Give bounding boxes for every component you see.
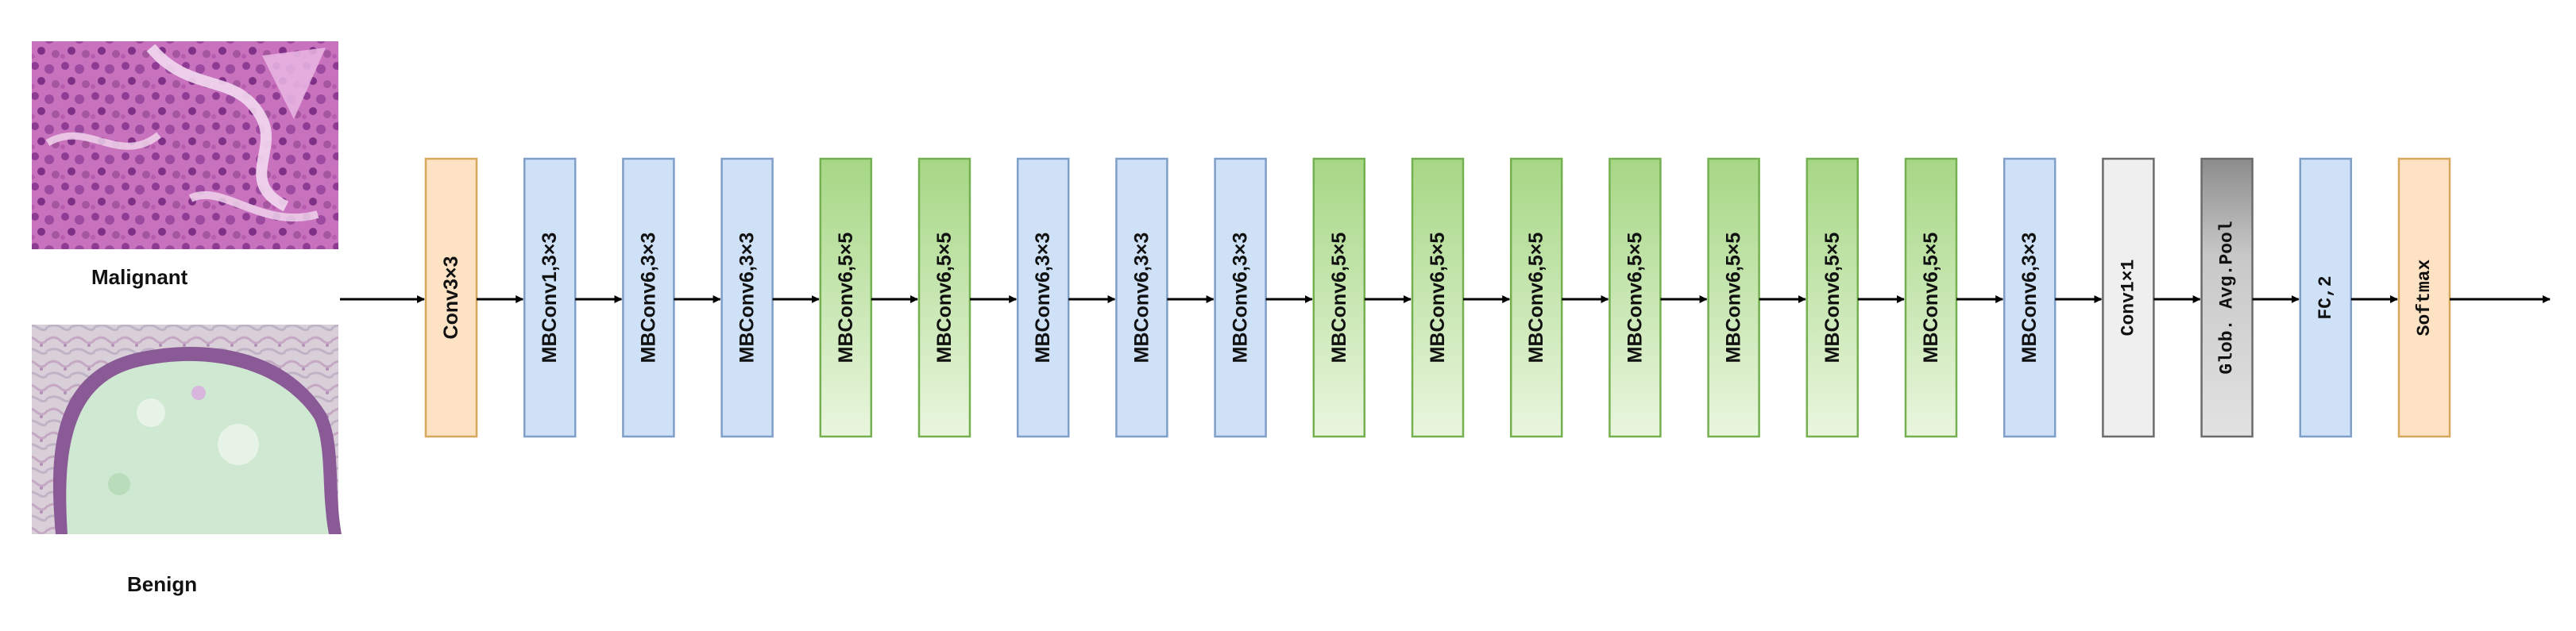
layer-block-12 — [1509, 157, 1563, 438]
layer-label-18: Conv1×1 — [2118, 260, 2138, 337]
layer-label-11: MBConv6,5×5 — [1427, 233, 1449, 364]
layer-block-14 — [1707, 157, 1760, 438]
layer-block-20 — [2299, 157, 2353, 438]
layer-block-11 — [1411, 157, 1465, 438]
layer-label-5: MBConv6,5×5 — [835, 233, 857, 364]
malignant-caption: Malignant — [91, 265, 188, 289]
layer-label-12: MBConv6,5×5 — [1525, 233, 1547, 364]
layer-label-1: Conv3×3 — [440, 256, 462, 340]
layer-label-9: MBConv6,3×3 — [1230, 233, 1252, 364]
layer-label-15: MBConv6,5×5 — [1821, 233, 1844, 364]
layer-block-6 — [917, 157, 971, 438]
benign-caption: Benign — [127, 572, 197, 596]
layer-label-4: MBConv6,3×3 — [736, 233, 759, 364]
layer-block-9 — [1214, 157, 1267, 438]
malignant-image — [32, 41, 338, 249]
layer-block-21 — [2397, 157, 2451, 438]
layer-label-20: FC,2 — [2315, 275, 2336, 319]
layer-block-2 — [523, 157, 577, 438]
layer-label-13: MBConv6,5×5 — [1624, 233, 1646, 364]
layer-label-3: MBConv6,3×3 — [637, 233, 659, 364]
layer-label-16: MBConv6,5×5 — [1920, 233, 1942, 364]
layer-block-18 — [2102, 157, 2155, 438]
layer-label-19: Glob. Avg.Pool — [2217, 221, 2238, 374]
layer-block-8 — [1115, 157, 1168, 438]
layer-block-16 — [1904, 157, 1958, 438]
layer-block-3 — [622, 157, 675, 438]
layer-label-6: MBConv6,5×5 — [933, 233, 956, 364]
layer-block-7 — [1016, 157, 1070, 438]
layer-label-8: MBConv6,3×3 — [1130, 233, 1153, 364]
layer-block-17 — [2002, 157, 2057, 438]
benign-image — [32, 325, 342, 534]
layer-label-21: Softmax — [2414, 259, 2435, 336]
layer-block-5 — [819, 157, 873, 438]
layer-label-17: MBConv6,3×3 — [2018, 233, 2041, 364]
layer-label-2: MBConv1,3×3 — [539, 233, 561, 364]
layer-block-19 — [2200, 157, 2254, 438]
layer-block-10 — [1312, 157, 1366, 438]
layer-label-10: MBConv6,5×5 — [1328, 233, 1350, 364]
layer-block-1 — [424, 157, 478, 438]
layer-flow: Conv3×3 MBConv1,3×3 MBConv6,3×3 MBConv6,3×3… — [340, 157, 2551, 438]
layer-block-13 — [1609, 157, 1662, 438]
layer-label-14: MBConv6,5×5 — [1723, 233, 1745, 364]
layer-label-7: MBConv6,3×3 — [1032, 233, 1054, 364]
layer-block-4 — [720, 157, 774, 438]
layer-block-15 — [1806, 157, 1860, 438]
